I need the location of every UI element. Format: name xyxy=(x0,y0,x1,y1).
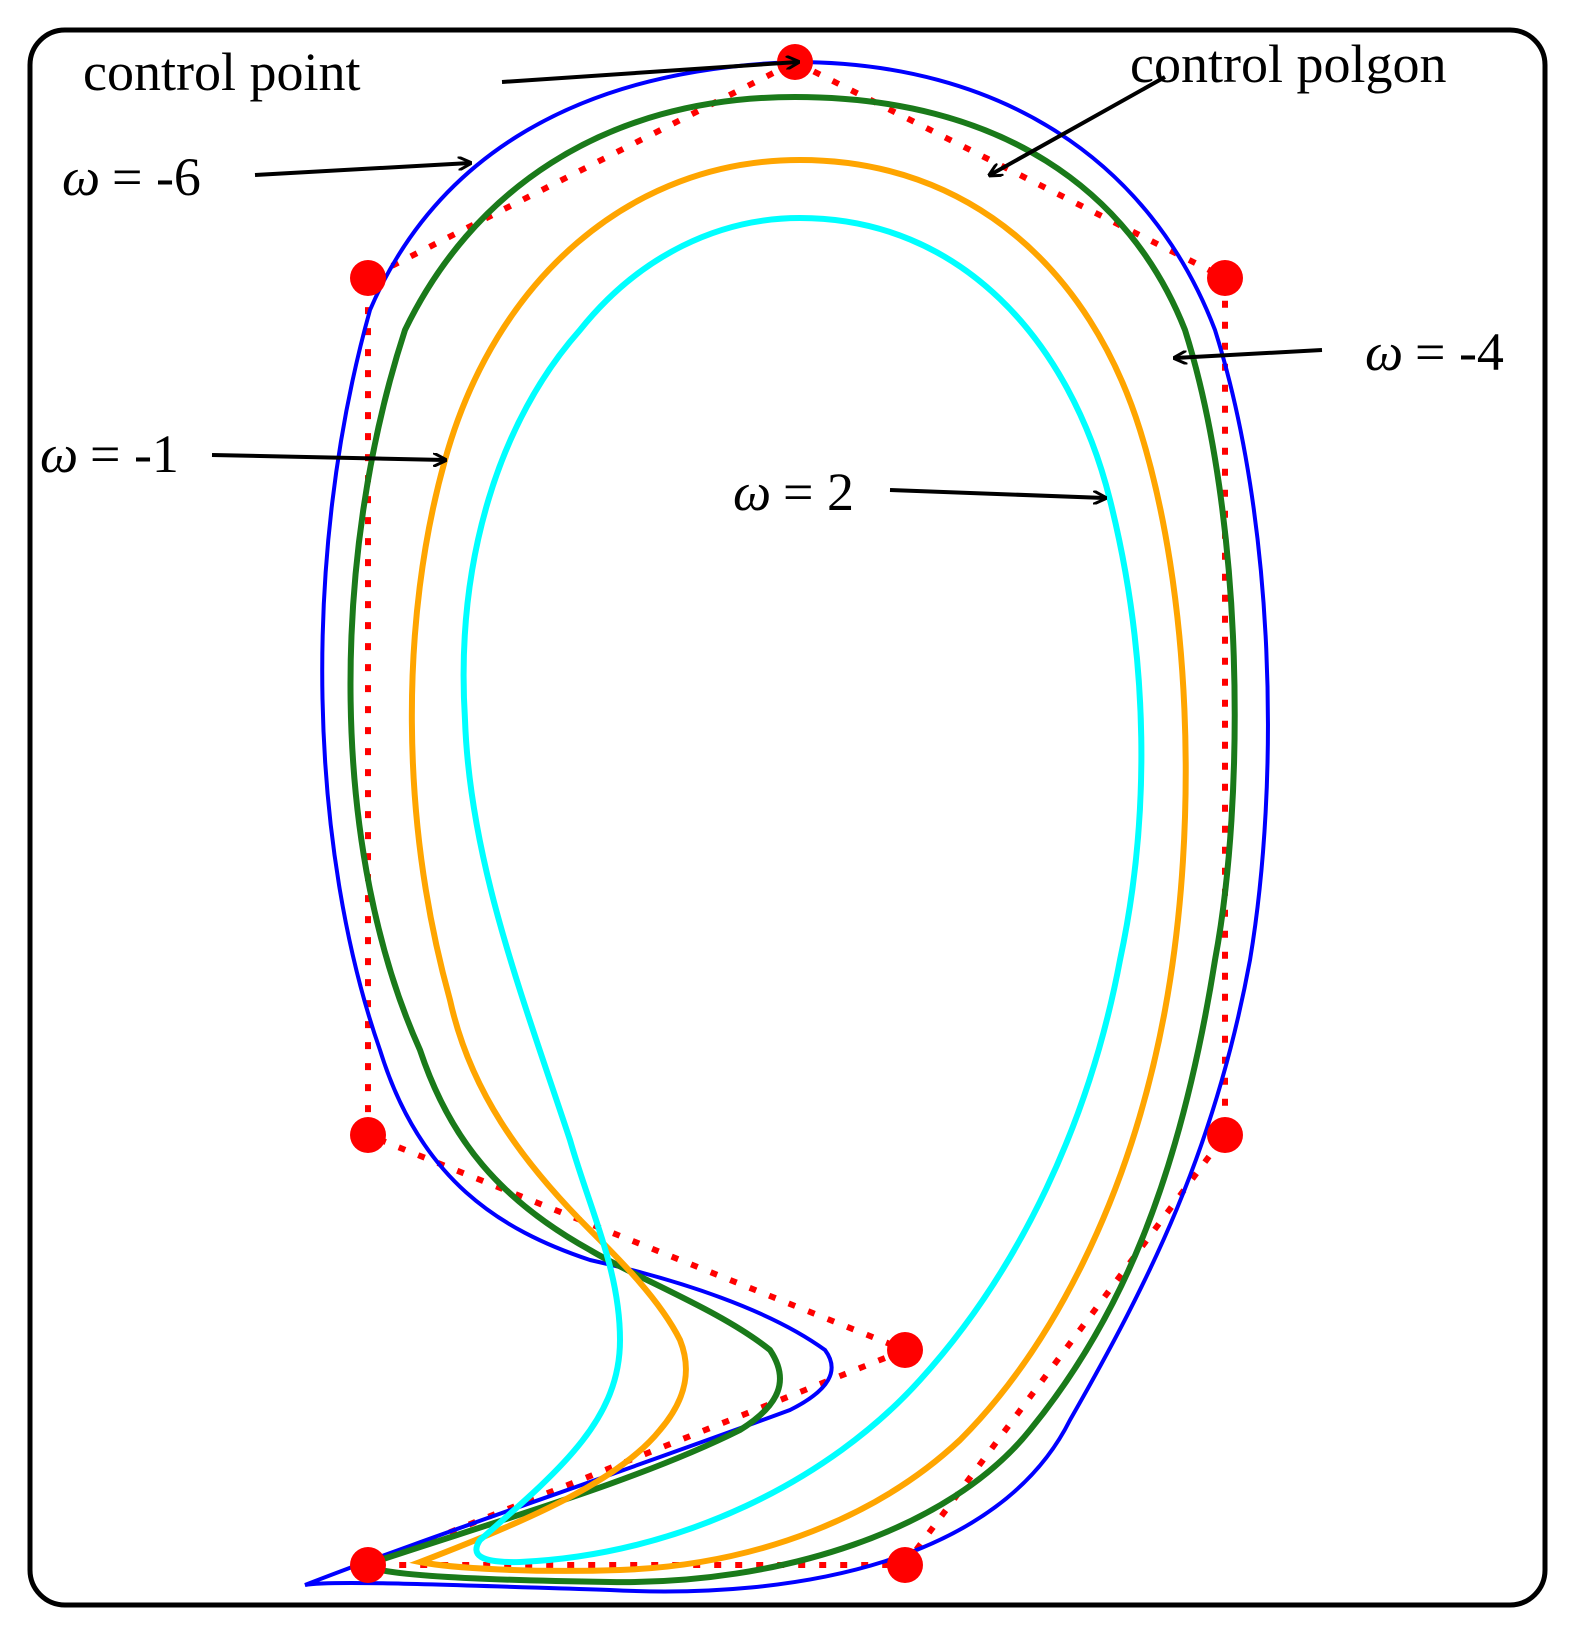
label-control-polygon: control polgon xyxy=(1130,34,1446,94)
omega-symbol: ω xyxy=(1365,322,1403,382)
label-omega-neg6: ω = -6 xyxy=(62,147,201,207)
curve-omega-neg1 xyxy=(408,156,1189,1574)
arrow-control-polygon xyxy=(990,75,1166,175)
control-point xyxy=(1207,1117,1243,1153)
curve-omega-neg4 xyxy=(347,93,1238,1586)
label-omega-neg1: ω = -1 xyxy=(40,424,179,484)
arrow-omega-neg4 xyxy=(1175,348,1323,358)
control-point xyxy=(887,1332,923,1368)
omega-symbol: ω xyxy=(62,147,100,207)
arrow-control-point xyxy=(501,62,798,84)
curve-omega-neg6 xyxy=(304,59,1270,1594)
label-omega-pos2: ω = 2 xyxy=(733,462,854,522)
omega-value: = -1 xyxy=(90,424,179,484)
control-points xyxy=(350,44,1243,1583)
control-point xyxy=(1207,260,1243,296)
control-polygon xyxy=(365,59,1228,1568)
curve-omega-pos2 xyxy=(460,214,1145,1566)
control-point xyxy=(350,1117,386,1153)
arrow-omega-neg6 xyxy=(254,163,470,177)
label-control-point: control point xyxy=(83,42,360,102)
omega-symbol: ω xyxy=(40,424,78,484)
omega-symbol: ω xyxy=(733,462,771,522)
omega-value: = 2 xyxy=(783,462,854,522)
omega-value: = -6 xyxy=(112,147,201,207)
arrow-omega-neg1 xyxy=(211,455,445,460)
control-point xyxy=(887,1547,923,1583)
label-omega-neg4: ω = -4 xyxy=(1365,322,1504,382)
omega-value: = -4 xyxy=(1415,322,1504,382)
arrow-omega-pos2 xyxy=(889,488,1105,498)
control-point xyxy=(350,1547,386,1583)
control-point xyxy=(350,260,386,296)
frame xyxy=(27,27,1548,1608)
